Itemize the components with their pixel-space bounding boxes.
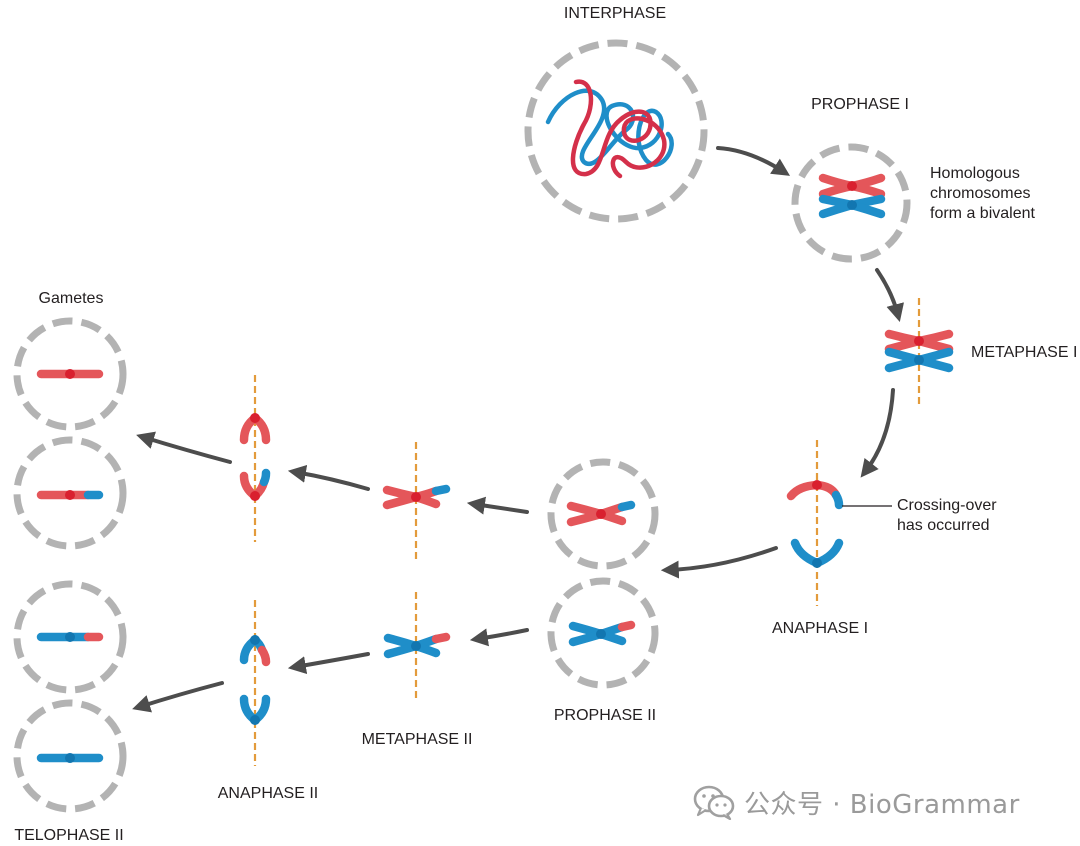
- anaphase2-centromere-bottom-lower: [250, 715, 260, 725]
- metaphase2-centromere-top: [411, 492, 421, 502]
- arrow-prophase2-to-metaphase2-bottom: [469, 628, 529, 647]
- label-anaphase2: ANAPHASE II: [217, 785, 319, 802]
- arrow-metaphase2-to-anaphase2-top: [287, 464, 370, 491]
- anaphase1-centromere-red: [812, 480, 822, 490]
- arrow-prophase1-to-metaphase1: [875, 268, 904, 322]
- arrow-metaphase2-to-anaphase2-bottom: [287, 652, 370, 675]
- label-metaphase1: METAPHASE I: [971, 344, 1078, 361]
- metaphase1-centromere-red: [914, 336, 924, 346]
- prophase1-centromere-red: [847, 181, 857, 191]
- prophase1-centromere-blue: [847, 200, 857, 210]
- gamete2-centromere: [65, 490, 75, 500]
- gamete-cell-4: [13, 699, 127, 813]
- wechat-icon: [693, 785, 735, 820]
- gamete-cell-2: [13, 436, 127, 550]
- arrow-anaphase1-to-prophase2: [660, 546, 778, 579]
- label-gametes: Gametes: [38, 290, 104, 307]
- prophase2-cell-bottom: [547, 577, 659, 689]
- gamete1-centromere: [65, 369, 75, 379]
- label-interphase: INTERPHASE: [563, 5, 667, 22]
- metaphase2-centromere-bottom: [411, 641, 421, 651]
- annotation-bivalent: Homologous chromosomes form a bivalent: [930, 165, 1035, 222]
- gamete-cell-3: [13, 580, 127, 694]
- prophase2-centromere-top: [596, 509, 606, 519]
- gamete3-centromere: [65, 632, 75, 642]
- label-metaphase2: METAPHASE II: [361, 731, 473, 748]
- arrow-anaphase2-to-gametes-bottom: [132, 681, 224, 713]
- label-prophase2: PROPHASE II: [553, 707, 657, 724]
- watermark: 公众号 · BioGrammar: [692, 782, 1020, 822]
- prophase1-cell: [791, 143, 911, 263]
- gamete4-centromere: [65, 753, 75, 763]
- anaphase2-centromere-top-lower: [250, 491, 260, 501]
- arrow-metaphase1-to-anaphase1: [860, 388, 895, 478]
- prophase2-centromere-bottom: [596, 629, 606, 639]
- annotation-crossover: Crossing-over has occurred: [897, 497, 997, 534]
- arrow-prophase2-to-metaphase2-top: [466, 496, 529, 515]
- anaphase2-centromere-top-upper: [250, 413, 260, 423]
- arrow-interphase-to-prophase1: [716, 146, 791, 176]
- anaphase2-centromere-bottom-upper: [250, 635, 260, 645]
- watermark-text: 公众号 · BioGrammar: [744, 789, 1020, 820]
- metaphase1-centromere-blue: [914, 355, 924, 365]
- label-telophase2: TELOPHASE II: [14, 827, 124, 844]
- gamete-cell-1: [13, 317, 127, 431]
- anaphase1-centromere-blue: [812, 558, 822, 568]
- prophase2-cell-top: [547, 458, 659, 570]
- label-prophase1: PROPHASE I: [811, 96, 909, 113]
- interphase-chromatin: [545, 79, 674, 179]
- label-anaphase1: ANAPHASE I: [771, 620, 869, 637]
- interphase-cell: [524, 39, 708, 223]
- arrow-anaphase2-to-gametes-top: [136, 431, 232, 464]
